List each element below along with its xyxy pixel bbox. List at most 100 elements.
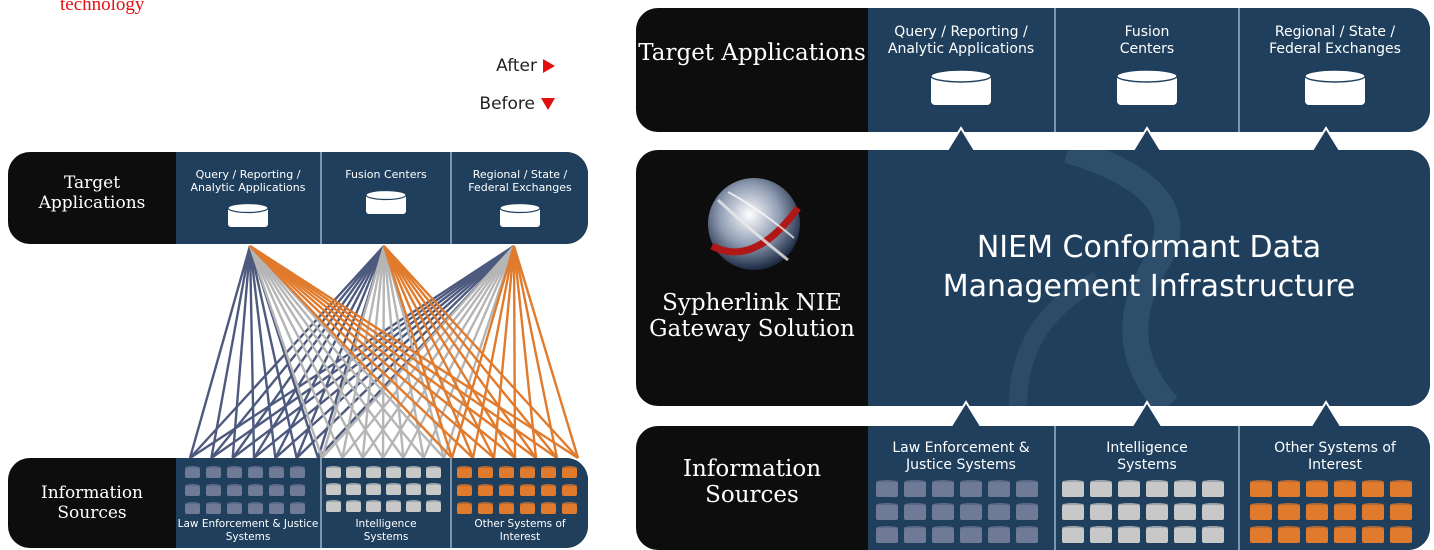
database-cylinder-top [1174, 479, 1196, 484]
database-cylinder [457, 504, 472, 514]
database-cylinder [1146, 527, 1168, 543]
database-cylinder [1146, 481, 1168, 497]
database-stack-icon [1250, 479, 1412, 543]
database-cylinder-top [1278, 525, 1300, 530]
database-cylinder-top [478, 484, 493, 488]
database-cylinder [1146, 504, 1168, 520]
database-cylinder [1202, 504, 1224, 520]
database-cylinder-top [876, 525, 898, 530]
database-cylinder [562, 468, 577, 478]
database-cylinder-top [1278, 479, 1300, 484]
database-cylinder [478, 486, 493, 496]
connection-line [442, 245, 516, 459]
database-cylinder [1118, 527, 1140, 543]
database-cylinder [541, 486, 556, 496]
database-cylinder-top [1334, 525, 1356, 530]
after-source-law-label: Law Enforcement & Justice Systems [892, 440, 1030, 473]
connection-line [383, 245, 537, 459]
database-cylinder [1250, 481, 1272, 497]
after-target-regional-label: Regional / State / Federal Exchanges [1269, 24, 1401, 57]
database-stack-icon [1062, 479, 1224, 543]
database-icon [227, 203, 269, 228]
database-icon [1304, 68, 1366, 105]
database-cylinder-top [1390, 502, 1412, 507]
database-cylinder-top [1118, 502, 1140, 507]
database-cylinder-top [346, 466, 361, 470]
connection-line [249, 245, 474, 459]
database-cylinder [206, 504, 221, 514]
database-cylinder [290, 486, 305, 496]
database-cylinder-top [1146, 479, 1168, 484]
connection-line [512, 245, 517, 459]
database-cylinder [562, 486, 577, 496]
before-target-regional-label: Regional / State / Federal Exchanges [468, 168, 572, 195]
database-cylinder-top [269, 484, 284, 488]
database-cylinder-top [386, 483, 401, 487]
connection-line [210, 245, 385, 459]
database-cylinder [227, 468, 242, 478]
database-cylinder-top [499, 502, 514, 506]
database-cylinder-top [1362, 502, 1384, 507]
before-target-fusion-label: Fusion Centers [345, 168, 427, 181]
database-cylinder [1062, 527, 1084, 543]
database-cylinder [932, 481, 954, 497]
before-source-intel-label: Intelligence Systems [355, 518, 417, 543]
database-cylinder [876, 527, 898, 543]
before-sources-band: Information Sources Law Enforcement & Ju… [8, 458, 588, 548]
after-source-other-label: Other Systems of Interest [1274, 440, 1396, 473]
connection-line [248, 245, 385, 459]
divider [1238, 426, 1240, 550]
database-cylinder [499, 486, 514, 496]
database-cylinder [988, 481, 1010, 497]
before-targets-label: Target Applications [38, 173, 146, 213]
database-cylinder [290, 468, 305, 478]
database-cylinder [386, 485, 401, 495]
database-cylinder [457, 468, 472, 478]
database-cylinder-top [290, 502, 305, 506]
database-cylinder-top [904, 502, 926, 507]
database-cylinder [248, 486, 263, 496]
database-cylinder [520, 486, 535, 496]
connection-line [231, 245, 385, 459]
divider [320, 458, 322, 548]
database-cylinder [1390, 504, 1412, 520]
database-cylinder-top [406, 466, 421, 470]
database-cylinder-top [562, 484, 577, 488]
database-cylinder [366, 485, 381, 495]
database-cylinder-top [520, 502, 535, 506]
database-cylinder [478, 504, 493, 514]
database-cylinder-top [1250, 525, 1272, 530]
database-cylinder-top [904, 525, 926, 530]
database-cylinder-top [290, 484, 305, 488]
database-cylinder-top [1118, 479, 1140, 484]
database-cylinder-top [932, 502, 954, 507]
database-cylinder [346, 468, 361, 478]
database-cylinder [1334, 527, 1356, 543]
database-cylinder-top [1016, 525, 1038, 530]
database-cylinder [426, 502, 441, 512]
database-cylinder-top [1278, 502, 1300, 507]
legend: After Before [420, 47, 555, 123]
connection-line [249, 245, 405, 459]
database-cylinder-top [562, 502, 577, 506]
before-source-law: Law Enforcement & Justice Systems [176, 458, 320, 548]
database-cylinder [1306, 527, 1328, 543]
up-arrow-icon [948, 400, 984, 429]
database-cylinder [904, 527, 926, 543]
connection-line [249, 244, 579, 460]
database-cylinder [1118, 504, 1140, 520]
database-cylinder [932, 504, 954, 520]
database-stack-icon [185, 466, 305, 514]
connection-line [382, 245, 454, 459]
legend-before: Before [420, 85, 555, 123]
database-cylinder-top [346, 483, 361, 487]
database-cylinder [366, 502, 381, 512]
database-cylinder [988, 527, 1010, 543]
database-cylinder [1278, 527, 1300, 543]
database-cylinder [227, 486, 242, 496]
database-cylinder-top [1334, 479, 1356, 484]
connection-line [422, 245, 516, 459]
before-target-fusion: Fusion Centers [322, 152, 450, 244]
database-cylinder [326, 485, 341, 495]
database-cylinder-top [520, 466, 535, 470]
